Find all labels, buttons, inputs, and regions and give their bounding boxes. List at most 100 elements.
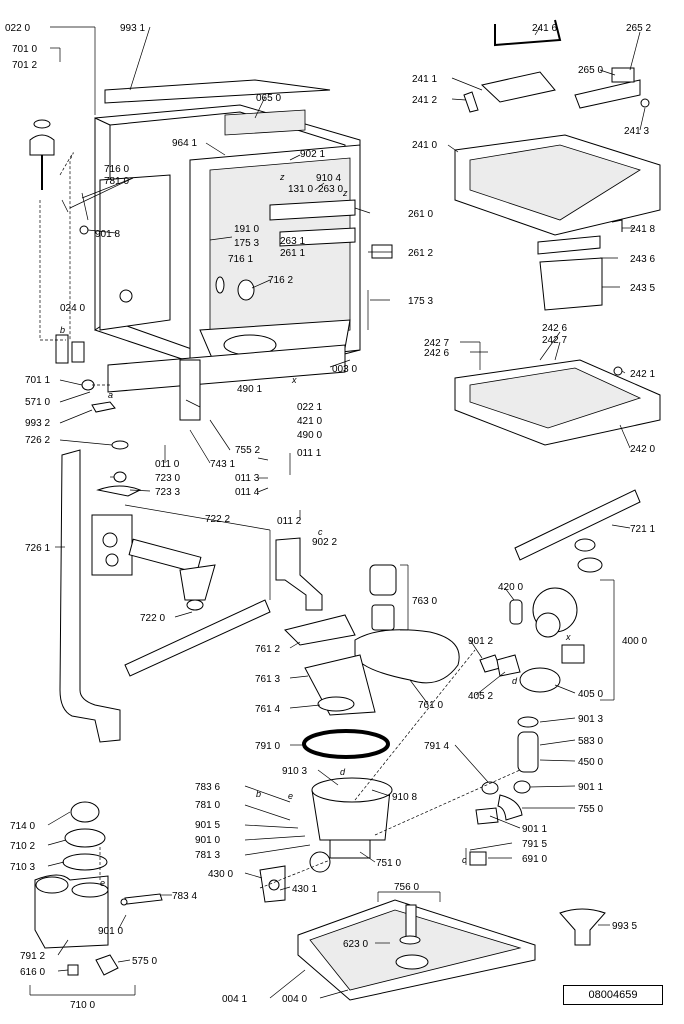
label-490-0: 490 0 (297, 430, 322, 441)
label-721-1: 721 1 (630, 524, 655, 535)
label-791-5: 791 5 (522, 839, 547, 850)
label-910-4: 910 4 (316, 173, 341, 184)
letter-c: c (318, 527, 323, 537)
label-065-0: 065 0 (256, 93, 281, 104)
label-241-0: 241 0 (412, 140, 437, 151)
label-242-0: 242 0 (630, 444, 655, 455)
letter-a: a (108, 390, 113, 400)
label-405-2: 405 2 (468, 691, 493, 702)
label-241-1: 241 1 (412, 74, 437, 85)
spray-arm (514, 489, 641, 573)
letter-b-2: b (256, 789, 261, 799)
label-400-0: 400 0 (622, 636, 647, 647)
label-993-1: 993 1 (120, 23, 145, 34)
tub-assembly (94, 79, 393, 421)
connection-letters: z z b a c d x x d b e e c (60, 172, 571, 888)
label-743-1: 743 1 (210, 459, 235, 470)
label-004-0: 004 0 (282, 994, 307, 1005)
label-791-4: 791 4 (424, 741, 449, 752)
label-241-8: 241 8 (630, 224, 655, 235)
label-701-0: 701 0 (12, 44, 37, 55)
label-011-0: 011 0 (155, 459, 180, 470)
label-901-1: 901 1 (578, 782, 603, 793)
label-751-0: 751 0 (376, 858, 401, 869)
leader-lines (47, 26, 646, 999)
label-263-0: 263 0 (318, 184, 343, 195)
label-571-0: 571 0 (25, 397, 50, 408)
label-716-0: 716 0 (104, 164, 129, 175)
label-004-1: 004 1 (222, 994, 247, 1005)
label-901-0: 901 0 (98, 926, 123, 937)
label-722-2: 722 2 (205, 514, 230, 525)
label-763-0: 763 0 (412, 596, 437, 607)
label-011-3: 011 3 (235, 473, 260, 484)
letter-d-1: d (340, 767, 346, 777)
letter-x-1: x (291, 375, 297, 385)
label-243-6: 243 6 (630, 254, 655, 265)
label-261-0: 261 0 (408, 209, 433, 220)
label-910-8: 910 8 (392, 792, 417, 803)
pump-motor (479, 579, 615, 701)
label-242-6-a: 242 6 (424, 348, 449, 359)
label-710-0: 710 0 (70, 1000, 95, 1011)
label-901-3: 901 3 (578, 714, 603, 725)
letter-c-2: c (462, 855, 467, 865)
label-910-3: 910 3 (282, 766, 307, 777)
label-761-2: 761 2 (255, 644, 280, 655)
label-722-0: 722 0 (140, 613, 165, 624)
label-241-3: 241 3 (624, 126, 649, 137)
label-242-7-a: 242 7 (424, 338, 449, 349)
label-716-2: 716 2 (268, 275, 293, 286)
sump-filter (259, 564, 460, 903)
label-430-0: 430 0 (208, 869, 233, 880)
label-710-2: 710 2 (10, 841, 35, 852)
letter-x-2: x (565, 632, 571, 642)
label-691-0: 691 0 (522, 854, 547, 865)
heater-hoses (465, 716, 539, 866)
upper-basket-assembly (454, 19, 661, 311)
label-011-4: 011 4 (235, 487, 260, 498)
label-242-1: 242 1 (630, 369, 655, 380)
label-761-4: 761 4 (255, 704, 280, 715)
label-241-6: 241 6 (532, 23, 557, 34)
base-plate (297, 899, 606, 1001)
letter-d-2: d (512, 676, 518, 686)
label-993-2: 993 2 (25, 418, 50, 429)
label-022-1: 022 1 (297, 402, 322, 413)
wash-duct (59, 449, 323, 743)
letter-b: b (60, 325, 65, 335)
label-755-2: 755 2 (235, 445, 260, 456)
letter-e-2: e (100, 878, 105, 888)
label-755-0: 755 0 (578, 804, 603, 815)
label-781-3: 781 3 (195, 850, 220, 861)
label-761-3: 761 3 (255, 674, 280, 685)
label-430-1: 430 1 (292, 884, 317, 895)
water-softener (29, 801, 163, 996)
label-726-1: 726 1 (25, 543, 50, 554)
label-243-5: 243 5 (630, 283, 655, 294)
dashed-leaders (39, 200, 521, 889)
label-714-0: 714 0 (10, 821, 35, 832)
label-783-6: 783 6 (195, 782, 220, 793)
label-761-0: 761 0 (418, 700, 443, 711)
part-labels: 022 0 993 1 701 0 701 2 065 0 964 1 902 … (5, 23, 655, 1011)
label-701-1: 701 1 (25, 375, 50, 386)
label-964-1: 964 1 (172, 138, 197, 149)
label-265-0: 265 0 (578, 65, 603, 76)
label-420-0: 420 0 (498, 582, 523, 593)
label-242-7-b: 242 7 (542, 335, 567, 346)
label-791-0: 791 0 (255, 741, 280, 752)
label-701-2: 701 2 (12, 60, 37, 71)
label-175-3-b: 175 3 (408, 296, 433, 307)
label-263-1: 263 1 (280, 236, 305, 247)
label-003-0: 003 0 (332, 364, 357, 375)
label-022-0: 022 0 (5, 23, 30, 34)
label-902-1: 902 1 (300, 149, 325, 160)
letter-z-1: z (342, 188, 348, 198)
label-175-3-a: 175 3 (234, 238, 259, 249)
label-723-3: 723 3 (155, 487, 180, 498)
label-781-0-b: 781 0 (195, 800, 220, 811)
label-261-1: 261 1 (280, 248, 305, 259)
